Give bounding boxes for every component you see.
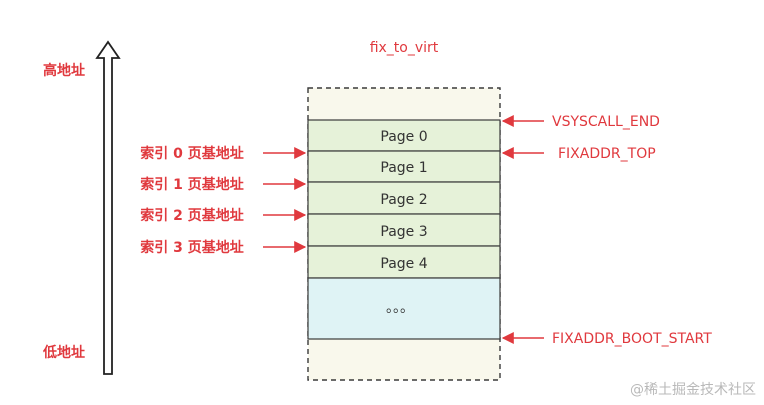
- index-2-base-label: 索引 2 页基地址: [140, 207, 244, 224]
- ellipsis-region: [307, 277, 501, 340]
- page-4-label: Page 4: [380, 256, 427, 272]
- fixaddr-boot-start-label: FIXADDR_BOOT_START: [552, 331, 712, 347]
- page-3-label: Page 3: [380, 224, 427, 240]
- page-3: Page 3: [307, 213, 501, 247]
- index-3-base-label: 索引 3 页基地址: [140, 239, 244, 256]
- index-1-base-label: 索引 1 页基地址: [140, 176, 244, 193]
- page-2: Page 2: [307, 181, 501, 215]
- page-1-label: Page 1: [380, 160, 427, 176]
- page-3-box: [307, 213, 501, 247]
- page-2-box: [307, 181, 501, 215]
- diagram-title: fix_to_virt: [370, 40, 439, 56]
- page-4: Page 4: [307, 245, 501, 279]
- page-4-box: [307, 245, 501, 279]
- page-2-label: Page 2: [380, 192, 427, 208]
- address-direction-arrow: [95, 40, 121, 375]
- fixaddr-top-label: FIXADDR_TOP: [558, 146, 656, 162]
- ellipsis-marker: 。。。: [386, 300, 414, 316]
- watermark: @稀土掘金技术社区: [630, 382, 756, 398]
- vsyscall-end-label: VSYSCALL_END: [552, 114, 660, 130]
- low-address-label: 低地址: [42, 344, 85, 361]
- index-0-base-label: 索引 0 页基地址: [140, 145, 244, 162]
- page-0: Page 0: [307, 119, 501, 152]
- page-1: Page 1: [307, 150, 501, 183]
- page-0-label: Page 0: [380, 129, 427, 145]
- high-address-label: 高地址: [43, 62, 85, 79]
- page-0-box: [307, 119, 501, 152]
